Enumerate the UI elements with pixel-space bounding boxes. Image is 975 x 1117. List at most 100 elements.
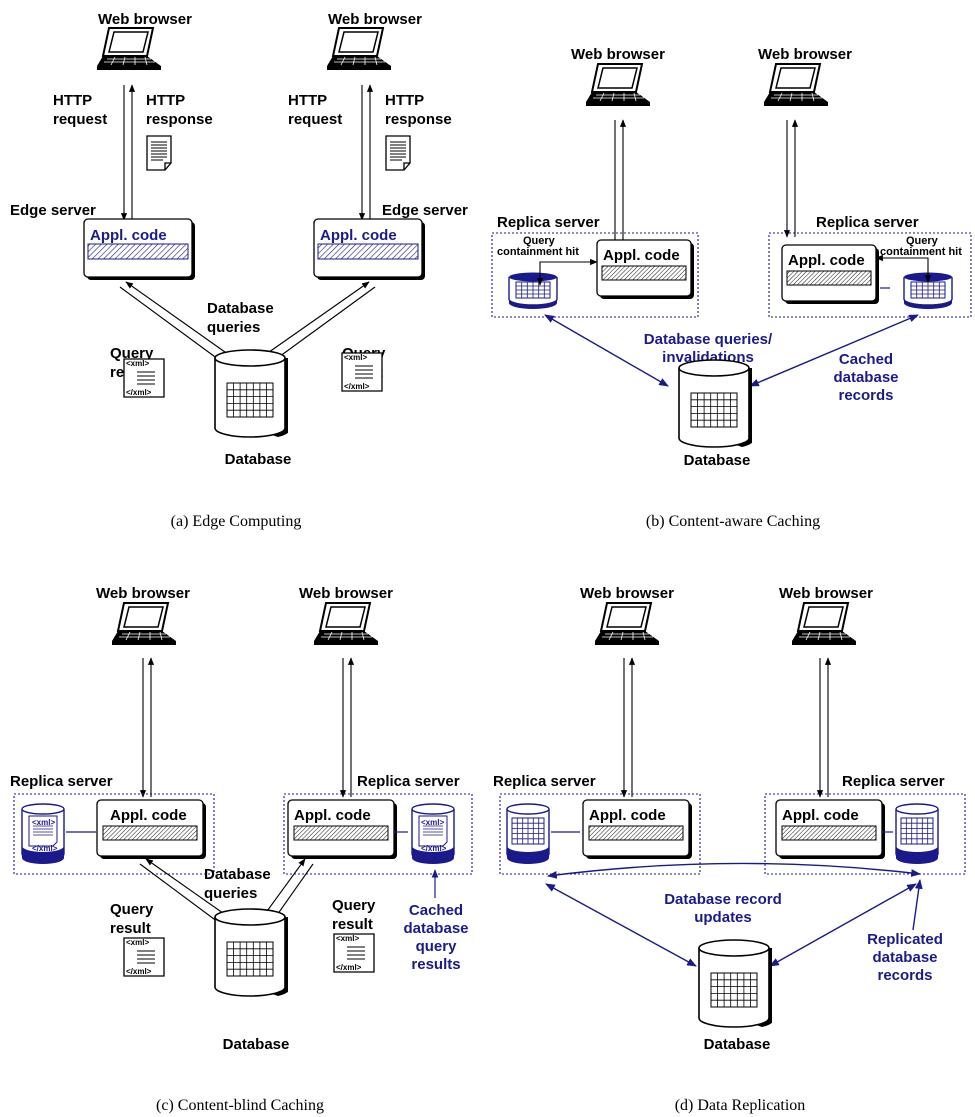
xml-close-tag: </xml> xyxy=(32,844,58,853)
replicated-database-records-label: Replicated xyxy=(867,931,943,948)
xml-open-tag: <xml> xyxy=(421,818,444,827)
database-label: Database xyxy=(684,452,751,469)
cached-query-results-icon xyxy=(411,803,455,864)
database-label: Database xyxy=(223,1036,290,1053)
database-queries-label: Database xyxy=(207,300,274,317)
xml-open-tag: <xml> xyxy=(126,938,149,947)
web-browser-label: Web browser xyxy=(299,585,393,602)
cached-database-records-label: database xyxy=(833,369,898,386)
laptop-icon xyxy=(326,27,392,71)
cached-database-query-results-label: database xyxy=(403,920,468,937)
replicated-database-records-label: database xyxy=(872,949,937,966)
query-containment-hit-label: containment hit xyxy=(497,246,579,258)
appl-code-label: Appl. code xyxy=(589,807,666,824)
appl-code-label: Appl. code xyxy=(603,247,680,264)
panel-a-edge-computing: Web browser Web browser HTTP request HTT… xyxy=(10,11,468,530)
database-icon xyxy=(698,939,772,1028)
laptop-icon xyxy=(111,602,177,646)
appl-code-label: Appl. code xyxy=(782,807,859,824)
appl-code-label: Appl. code xyxy=(110,807,187,824)
cached-database-query-results-label: results xyxy=(411,956,460,973)
http-request-label: request xyxy=(288,111,342,128)
replicated-database-icon xyxy=(506,803,550,864)
database-record-updates-label: Database record xyxy=(664,891,782,908)
laptop-icon xyxy=(96,27,162,71)
edge-server-label: Edge server xyxy=(382,202,468,219)
appl-code-label: Appl. code xyxy=(320,227,397,244)
database-queries-invalidations-label: Database queries/ xyxy=(644,331,773,348)
cached-query-results-icon xyxy=(21,803,65,864)
web-browser-label: Web browser xyxy=(98,11,192,28)
query-result-label: Query xyxy=(110,901,154,918)
replicated-database-records-label: records xyxy=(877,967,932,984)
document-icon xyxy=(146,135,172,171)
caption: (c) Content-blind Caching xyxy=(156,1097,324,1114)
cached-database-records-label: Cached xyxy=(839,351,893,368)
xml-close-tag: </xml> xyxy=(126,388,152,397)
replicated-database-icon xyxy=(895,803,939,864)
query-containment-hit-label: Query xyxy=(906,235,939,247)
http-response-label: HTTP xyxy=(385,92,424,109)
database-icon xyxy=(214,908,288,997)
laptop-icon xyxy=(594,602,660,646)
replica-server-label: Replica server xyxy=(816,214,919,231)
http-request-label: HTTP xyxy=(53,92,92,109)
caption: (a) Edge Computing xyxy=(171,513,302,530)
database-queries-label: queries xyxy=(207,319,260,336)
cached-database-query-results-label: Cached xyxy=(409,902,463,919)
caption: (d) Data Replication xyxy=(675,1097,806,1114)
caption: (b) Content-aware Caching xyxy=(646,513,820,530)
query-result-label: Query xyxy=(332,897,376,914)
replica-server-label: Replica server xyxy=(10,773,113,790)
replica-server-label: Replica server xyxy=(842,773,945,790)
laptop-icon xyxy=(791,602,857,646)
replica-server-label: Replica server xyxy=(493,773,596,790)
cached-database-query-results-label: query xyxy=(416,938,458,955)
database-label: Database xyxy=(225,451,292,468)
http-response-label: response xyxy=(146,111,213,128)
web-browser-label: Web browser xyxy=(580,585,674,602)
laptop-icon xyxy=(313,602,379,646)
replica-server-label: Replica server xyxy=(357,773,460,790)
appl-code-label: Appl. code xyxy=(294,807,371,824)
http-request-label: request xyxy=(53,111,107,128)
cached-database-icon xyxy=(508,271,558,309)
query-containment-hit-label: Query xyxy=(523,235,556,247)
database-icon xyxy=(678,359,752,448)
database-queries-label: Database xyxy=(204,866,271,883)
appl-code-label: Appl. code xyxy=(90,227,167,244)
database-label: Database xyxy=(704,1036,771,1053)
query-result-label: result xyxy=(332,916,373,933)
panel-c-content-blind-caching: Web browser Web browser Replica server R… xyxy=(10,585,473,1114)
xml-close-tag: </xml> xyxy=(421,844,447,853)
web-browser-label: Web browser xyxy=(96,585,190,602)
xml-close-tag: </xml> xyxy=(336,963,362,972)
replica-server-label: Replica server xyxy=(497,214,600,231)
cached-database-records-label: records xyxy=(838,387,893,404)
query-result-label: result xyxy=(110,920,151,937)
appl-code-label: Appl. code xyxy=(788,252,865,269)
laptop-icon xyxy=(763,63,829,107)
xml-open-tag: <xml> xyxy=(32,818,55,827)
document-icon xyxy=(385,135,411,171)
xml-close-tag: </xml> xyxy=(126,967,152,976)
web-browser-label: Web browser xyxy=(571,46,665,63)
panel-d-data-replication: Web browser Web browser Replica server R… xyxy=(493,585,966,1114)
database-queries-label: queries xyxy=(204,885,257,902)
laptop-icon xyxy=(585,63,651,107)
xml-open-tag: <xml> xyxy=(344,353,367,362)
xml-open-tag: <xml> xyxy=(336,934,359,943)
http-response-label: response xyxy=(385,111,452,128)
database-icon xyxy=(214,349,288,438)
query-containment-hit-label: containment hit xyxy=(880,246,962,258)
edge-server-label: Edge server xyxy=(10,202,96,219)
query-result-label: Query xyxy=(110,345,154,362)
web-browser-label: Web browser xyxy=(758,46,852,63)
database-record-updates-label: updates xyxy=(694,909,752,926)
web-browser-label: Web browser xyxy=(328,11,422,28)
http-response-label: HTTP xyxy=(146,92,185,109)
xml-open-tag: <xml> xyxy=(126,359,149,368)
xml-close-tag: </xml> xyxy=(344,382,370,391)
http-request-label: HTTP xyxy=(288,92,327,109)
